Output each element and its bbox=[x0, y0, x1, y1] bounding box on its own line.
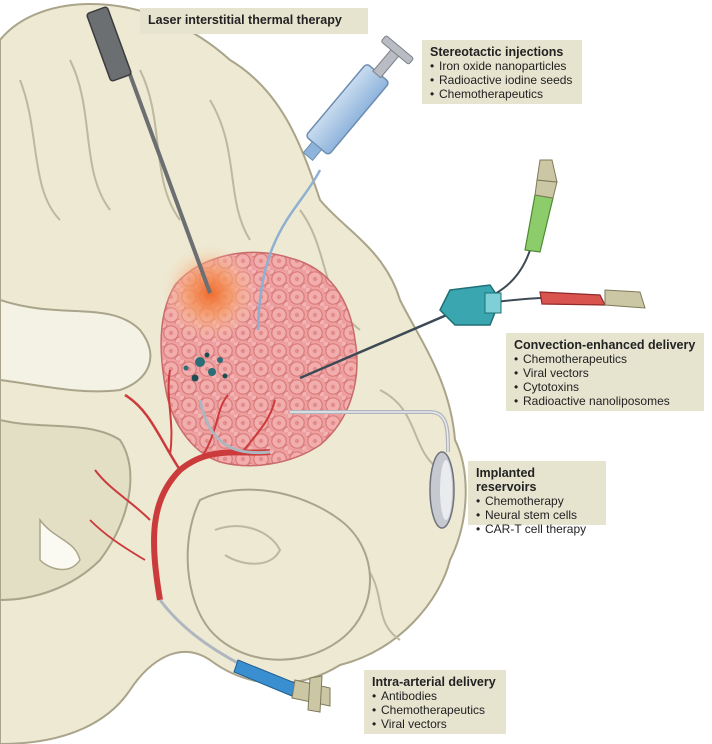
label-laser-therapy-title: Laser interstitial thermal therapy bbox=[148, 13, 342, 27]
stereotactic-item: Chemotherapeutics bbox=[430, 87, 574, 101]
label-stereotactic-injections: Stereotactic injections Iron oxide nanop… bbox=[422, 40, 582, 104]
label-ced-title: Convection-enhanced delivery bbox=[514, 338, 696, 352]
label-convection-enhanced-delivery: Convection-enhanced delivery Chemotherap… bbox=[506, 333, 704, 411]
catheter-hub-icon bbox=[291, 675, 331, 713]
label-implanted-reservoirs: Implanted reservoirs Chemotherapy Neural… bbox=[468, 461, 606, 536]
laser-probe bbox=[86, 6, 258, 341]
necrotic-core bbox=[183, 352, 228, 382]
intra-arterial-item: Chemotherapeutics bbox=[372, 703, 498, 717]
ced-item: Cytotoxins bbox=[514, 380, 696, 394]
syringe-icon bbox=[256, 35, 414, 331]
intra-arterial-item: Antibodies bbox=[372, 689, 498, 703]
reservoirs-item: Neural stem cells bbox=[476, 508, 598, 522]
reservoir-icon bbox=[290, 410, 455, 529]
ced-item: Viral vectors bbox=[514, 366, 696, 380]
label-intra-arterial-delivery: Intra-arterial delivery Antibodies Chemo… bbox=[364, 670, 506, 734]
intra-arterial-item: Viral vectors bbox=[372, 717, 498, 731]
label-reservoirs-title: Implanted reservoirs bbox=[476, 466, 537, 494]
intra-arterial-catheter bbox=[158, 399, 331, 713]
ced-item: Radioactive nanoliposomes bbox=[514, 394, 696, 408]
ced-item: Chemotherapeutics bbox=[514, 352, 696, 366]
ced-cannula-icon bbox=[299, 159, 646, 380]
laser-probe-icon bbox=[86, 6, 132, 82]
label-laser-therapy: Laser interstitial thermal therapy bbox=[140, 8, 368, 34]
reservoirs-item: CAR-T cell therapy bbox=[476, 522, 598, 536]
label-stereotactic-title: Stereotactic injections bbox=[430, 45, 564, 59]
stereotactic-item: Iron oxide nanoparticles bbox=[430, 59, 574, 73]
reservoirs-item: Chemotherapy bbox=[476, 494, 598, 508]
stereotactic-item: Radioactive iodine seeds bbox=[430, 73, 574, 87]
label-intra-arterial-title: Intra-arterial delivery bbox=[372, 675, 496, 689]
